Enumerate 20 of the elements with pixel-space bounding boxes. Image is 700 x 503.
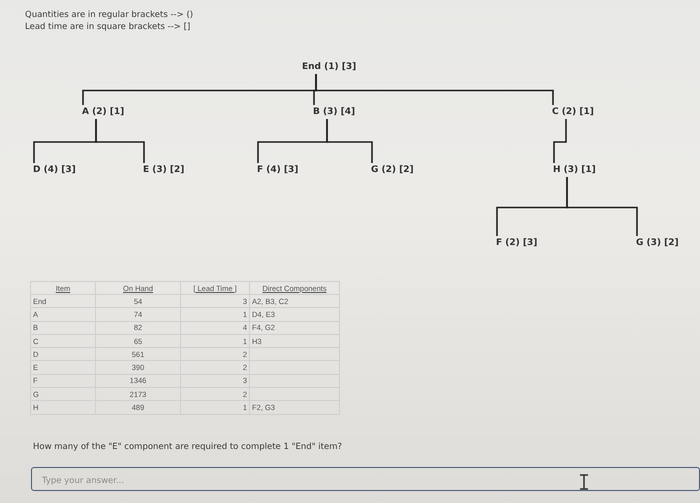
item-label: G (2) [2] — [369, 164, 416, 176]
tree-connector — [326, 119, 373, 163]
item-label: D (4) [3] — [31, 164, 78, 176]
tree-connector — [315, 74, 554, 105]
item-label: B (3) [4] — [311, 106, 358, 118]
item-label: F (4) [3] — [255, 164, 300, 176]
question-text: How many of the "E" component are required to complete 1 "End" item? — [33, 442, 342, 452]
item-label: H (3) [1] — [551, 164, 598, 176]
tree-connector — [553, 119, 567, 163]
item-label: End (1) [3] — [300, 61, 358, 73]
item-label: G (3) [2] — [634, 237, 681, 249]
item-label: A (2) [1] — [80, 106, 126, 118]
item-label: E (3) [2] — [141, 164, 186, 176]
tree-connector — [566, 177, 638, 236]
item-label: F (2) [3] — [494, 237, 540, 249]
note-text: Lead time are in square brackets --> [] — [25, 22, 190, 32]
item-label: C (2) [1] — [550, 106, 596, 118]
input-field: Type your answer... — [31, 467, 700, 491]
tree-connector — [95, 119, 145, 163]
note-text: Quantities are in regular brackets --> () — [25, 10, 194, 20]
